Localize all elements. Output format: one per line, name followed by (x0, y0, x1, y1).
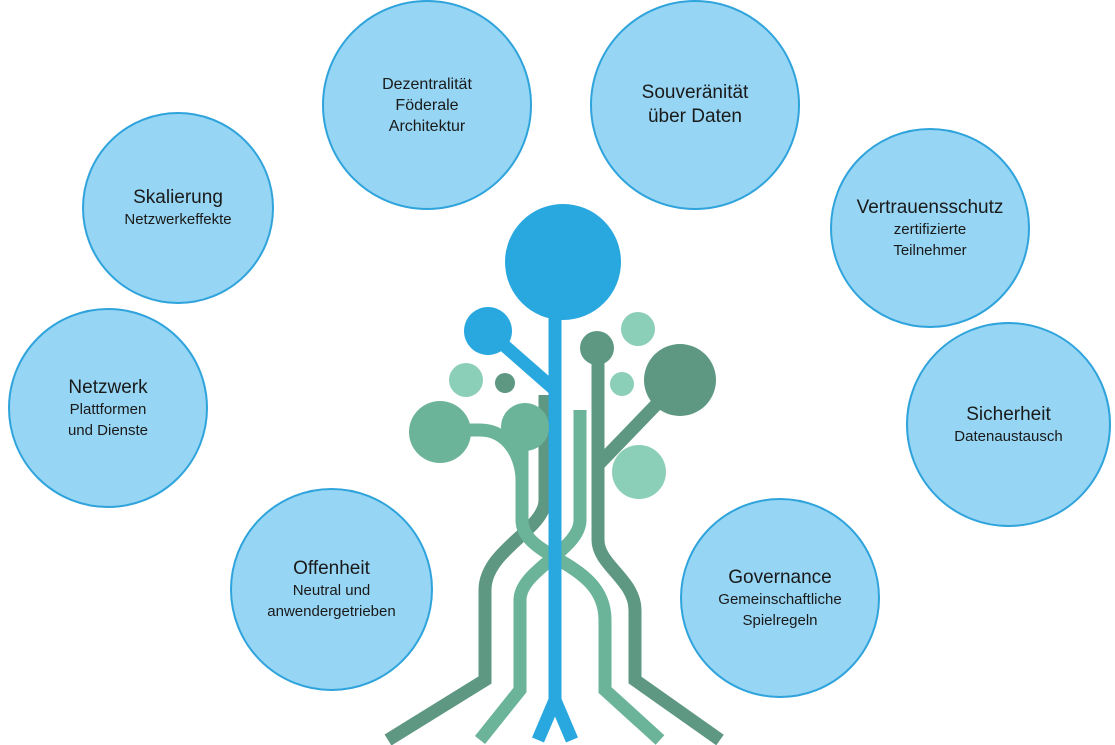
tree-node-small-blue (464, 307, 512, 355)
tree-root-dark-left (384, 395, 552, 745)
vertrauensschutz-title: Vertrauensschutz (856, 196, 1004, 218)
bubble-offenheit: Offenheit Neutral und anwendergetrieben (230, 488, 433, 691)
tree-trunk-blue (532, 260, 578, 743)
skalierung-sub: Netzwerkeffekte (124, 211, 232, 228)
governance-sub2: Spielregeln (742, 611, 818, 629)
sicherheit-title: Sicherheit (966, 403, 1051, 425)
vertrauensschutz-sub2: Teilnehmer (893, 241, 967, 259)
tree-node-large-blue (505, 204, 621, 320)
tree-node-dot (495, 373, 515, 393)
bubble-souveraenitaet: Souveränität über Daten (590, 0, 800, 210)
governance-title: Governance (728, 566, 832, 588)
dezentralitaet-line2: Föderale (395, 96, 459, 114)
tree-node-mid-left (409, 401, 471, 463)
tree-node-light-1 (621, 312, 655, 346)
netzwerk-sub2: und Dienste (67, 421, 149, 439)
bubble-skalierung: Skalierung Netzwerkeffekte (82, 112, 274, 304)
netzwerk-title: Netzwerk (68, 376, 148, 398)
offenheit-sub2: anwendergetrieben (267, 603, 396, 620)
skalierung-title: Skalierung (133, 187, 223, 208)
tree-node-dark-large (644, 344, 716, 416)
bubble-sicherheit: Sicherheit Datenaustausch (906, 322, 1111, 527)
netzwerk-sub1: Plattformen (69, 400, 147, 418)
offenheit-sub1: Neutral und (292, 582, 371, 599)
offenheit-title: Offenheit (293, 558, 370, 579)
tree-node-mid (501, 403, 549, 451)
bubble-vertrauensschutz: Vertrauensschutz zertifizierte Teilnehme… (830, 128, 1030, 328)
tree-root-mid-left (515, 425, 665, 745)
dezentralitaet-line3: Architektur (388, 117, 466, 135)
tree-node-dark (580, 331, 614, 365)
tree-node-light-2 (449, 363, 483, 397)
governance-sub1: Gemeinschaftliche (718, 590, 842, 608)
bubble-governance: Governance Gemeinschaftliche Spielregeln (680, 498, 880, 698)
tree-root-mid-right (474, 410, 587, 745)
vertrauensschutz-sub1: zertifizierte (893, 220, 967, 238)
bubble-dezentralitaet: Dezentralität Föderale Architektur (322, 0, 532, 210)
souveraenitaet-line2: über Daten (647, 106, 742, 127)
sicherheit-sub: Datenaustausch (954, 427, 1063, 445)
bubble-netzwerk: Netzwerk Plattformen und Dienste (8, 308, 208, 508)
tree-root-dark-right (591, 345, 724, 745)
tree-node-light-3 (610, 372, 634, 396)
tree-node-light-4 (612, 445, 666, 499)
dezentralitaet-line1: Dezentralität (382, 75, 472, 93)
souveraenitaet-line1: Souveränität (641, 82, 749, 103)
